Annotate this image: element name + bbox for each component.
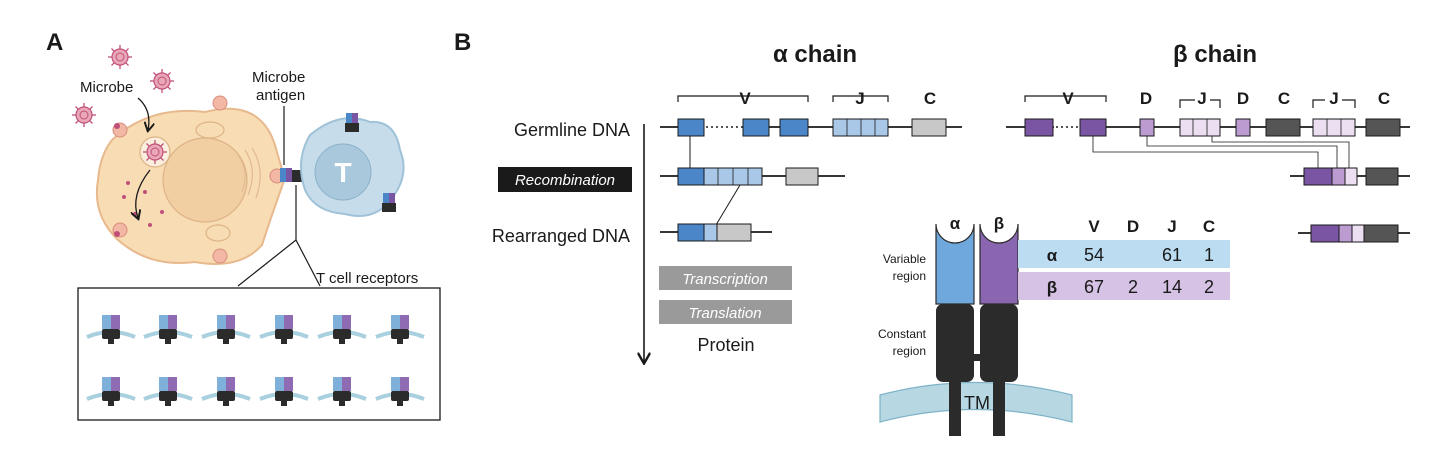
alpha-symbol: α: [950, 214, 961, 233]
variable-region-label-line1: Variable: [883, 252, 926, 266]
tm-label: TM: [964, 393, 990, 413]
table-header-j: J: [1167, 217, 1176, 236]
variable-region-label-line2: region: [893, 269, 926, 283]
panel-b-label: B: [454, 29, 471, 56]
segment-count-table: V D J C α 54 61 1 β 67 2 14 2: [1018, 217, 1230, 300]
microbe-icon: [71, 102, 97, 128]
recombination-step: [498, 167, 632, 192]
beta-j1-segment-label: J: [1197, 89, 1206, 108]
beta-constant-domain: [980, 304, 1018, 382]
protein-label: Protein: [697, 335, 754, 355]
translation-label: Translation: [688, 305, 761, 322]
alpha-recombined: [660, 136, 845, 226]
table-cell: 2: [1204, 277, 1214, 297]
beta-d1-segment-label: D: [1140, 89, 1152, 108]
golgi-apparatus: [237, 147, 261, 199]
constant-region-label-line2: region: [893, 344, 926, 358]
table-cell: 54: [1084, 245, 1104, 265]
cell-membrane: [879, 381, 1073, 423]
alpha-rearranged: [660, 223, 772, 242]
beta-v-segment-label: V: [1062, 89, 1074, 108]
mitochondrion: [205, 224, 231, 242]
nucleus: [162, 137, 248, 223]
microbe-label: Microbe: [80, 79, 133, 96]
table-row-chain: α: [1047, 246, 1058, 265]
alpha-tm-domain: [949, 378, 961, 436]
table-cell: 61: [1162, 245, 1182, 265]
mitochondrion: [195, 121, 225, 139]
beta-recombined: [1290, 167, 1410, 186]
t-cell-letter: T: [334, 157, 351, 188]
beta-variable-domain: [979, 223, 1019, 305]
alpha-germline: V J C: [660, 89, 962, 137]
alpha-c-segment-label: C: [924, 89, 936, 108]
t-cell-receptors-label: T cell receptors: [316, 270, 418, 287]
beta-chain-title: β chain: [1173, 41, 1257, 68]
panel-a: A Microbe Microbe: [46, 29, 441, 421]
alpha-constant-domain: [936, 304, 974, 382]
constant-region-label-line1: Constant: [878, 327, 927, 341]
beta-rearranged: [1298, 224, 1410, 243]
table-header-d: D: [1127, 217, 1139, 236]
translation-step: [659, 300, 792, 324]
alpha-table-row-bg: [1018, 240, 1230, 268]
table-row-chain: β: [1047, 278, 1057, 297]
beta-c1-segment-label: C: [1278, 89, 1290, 108]
internalized-microbe-icon: [142, 139, 168, 165]
callout-line: [237, 239, 297, 287]
rearranged-dna-label: Rearranged DNA: [492, 226, 630, 246]
panel-a-label: A: [46, 29, 63, 56]
beta-d2-segment-label: D: [1237, 89, 1249, 108]
processing-arrow: [136, 169, 151, 218]
antigen-label-line1: Microbe: [252, 69, 305, 86]
disulfide-bridge: [955, 354, 1000, 361]
t-cell-receptor-icon: [345, 113, 359, 132]
t-cell-receptor-icon: [382, 193, 396, 212]
table-cell: 14: [1162, 277, 1182, 297]
callout-line: [295, 239, 321, 287]
table-header-c: C: [1203, 217, 1215, 236]
alpha-v-segment-label: V: [739, 89, 751, 108]
beta-symbol: β: [994, 214, 1004, 233]
transcription-label: Transcription: [682, 271, 768, 288]
microbe-icon: [107, 44, 133, 70]
uptake-arrow: [137, 97, 149, 130]
tcr-protein-diagram: TM α β Variable region Constant region: [878, 214, 1073, 436]
beta-tm-domain: [993, 378, 1005, 436]
table-cell: 2: [1128, 277, 1138, 297]
antigen-label-line2: antigen: [256, 87, 305, 104]
recombination-label: Recombination: [515, 172, 615, 189]
receptor-diversity-box: [77, 287, 441, 421]
microbe-icon: [149, 68, 175, 94]
alpha-variable-domain: [935, 223, 975, 305]
table-cell: 67: [1084, 277, 1104, 297]
alpha-chain-title: α chain: [773, 41, 857, 68]
germline-dna-label: Germline DNA: [514, 120, 630, 140]
panel-b: B α chain β chain Germline DNA Recombina…: [454, 29, 1410, 436]
beta-germline: V D J D C J C: [1006, 89, 1410, 168]
transcription-step: [659, 266, 792, 290]
table-cell: 1: [1204, 245, 1214, 265]
beta-j2-segment-label: J: [1329, 89, 1338, 108]
t-cell-nucleus: [314, 143, 372, 201]
alpha-j-segment-label: J: [855, 89, 864, 108]
beta-c2-segment-label: C: [1378, 89, 1390, 108]
table-header-v: V: [1088, 217, 1100, 236]
beta-table-row-bg: [1018, 272, 1230, 300]
